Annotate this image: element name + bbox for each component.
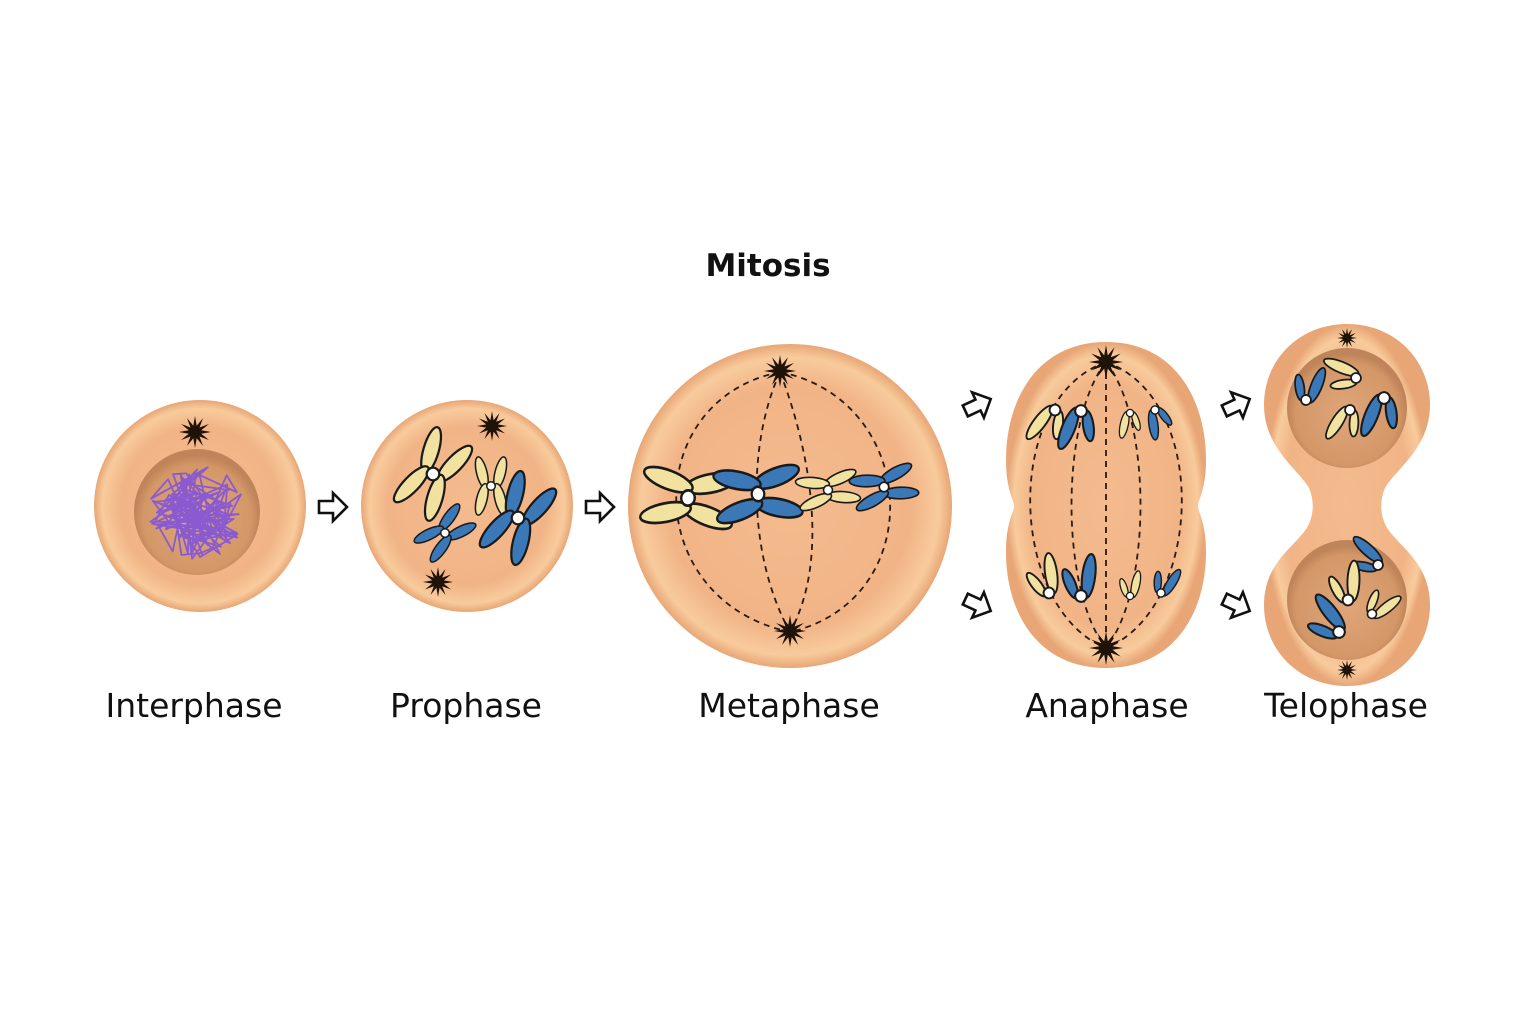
prophase-cell — [361, 400, 573, 612]
anaphase-cell — [1006, 342, 1206, 668]
title-text: Mitosis — [705, 248, 831, 284]
centrosome-icon — [764, 355, 796, 387]
metaphase-cell — [628, 344, 952, 668]
label-metaphase: Metaphase — [698, 686, 880, 725]
centrosome-icon — [774, 615, 806, 647]
centrosome-icon — [423, 567, 453, 597]
centrosome-icon — [179, 416, 211, 448]
arrow-right-icon — [317, 491, 349, 523]
centrosome-icon — [1337, 328, 1357, 348]
arrow-down-right-icon — [958, 585, 998, 625]
chromatin-strand — [149, 466, 234, 556]
centrosome-icon — [1337, 660, 1357, 680]
label-telophase: Telophase — [1264, 686, 1428, 725]
label-prophase: Prophase — [390, 686, 542, 725]
arrow-up-right-icon — [1217, 385, 1257, 425]
arrow-right-icon — [584, 491, 616, 523]
diagram-title: Mitosis — [0, 248, 1536, 284]
interphase-cell — [94, 400, 306, 612]
arrow-down-right-icon — [1217, 585, 1257, 625]
centrosomes — [179, 328, 1357, 680]
centrosome-icon — [1089, 345, 1123, 379]
centrosome-icon — [1089, 631, 1123, 665]
label-interphase: Interphase — [105, 686, 283, 725]
centrosome-icon — [477, 411, 507, 441]
telophase-cell — [1264, 324, 1430, 686]
arrow-up-right-icon — [958, 385, 998, 425]
label-anaphase: Anaphase — [1025, 686, 1189, 725]
chromatin-tangle — [149, 466, 242, 560]
